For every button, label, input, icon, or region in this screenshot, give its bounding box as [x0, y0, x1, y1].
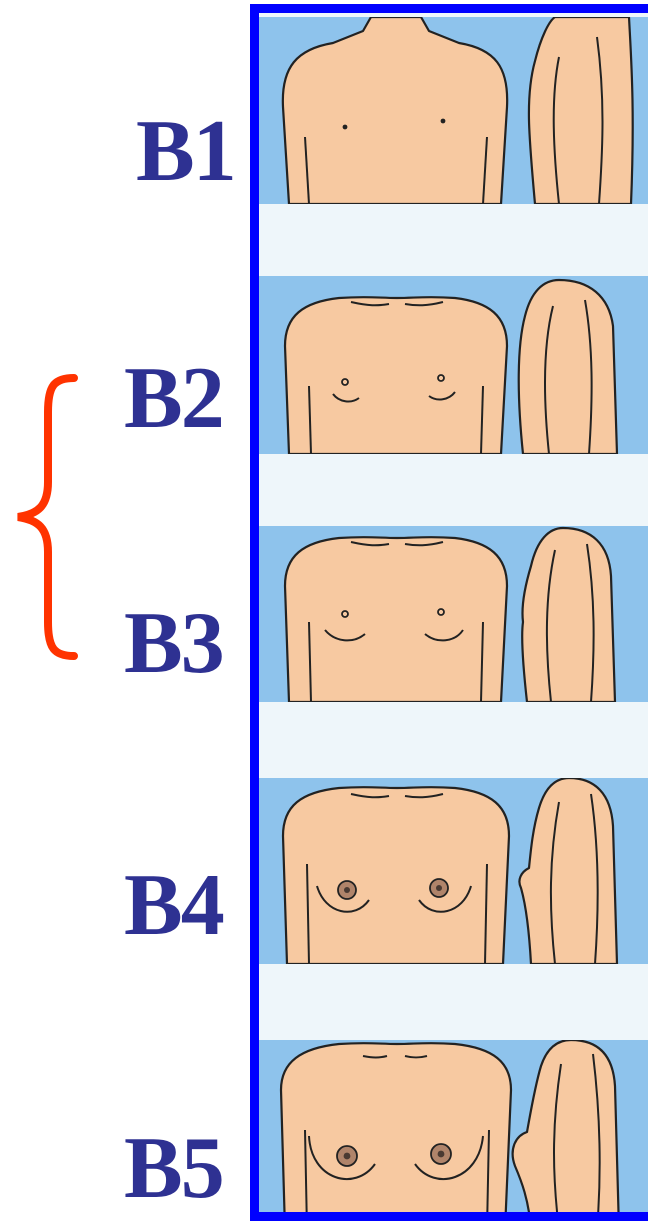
curly-brace-icon [8, 372, 78, 662]
tanner-stage-illustration-frame [250, 4, 648, 1221]
panel-b4 [259, 778, 648, 964]
panel-b3 [259, 526, 648, 702]
stage-label-b1: B1 [136, 108, 235, 196]
stage-label-b5: B5 [124, 1125, 223, 1213]
panel-b1 [259, 17, 648, 204]
b3-figure-illustration [259, 526, 648, 702]
b5-figure-illustration [259, 1040, 648, 1221]
panel-b5 [259, 1040, 648, 1221]
b4-figure-illustration [259, 778, 648, 964]
stage-label-b2: B2 [124, 355, 223, 443]
stage-label-b3: B3 [124, 600, 223, 688]
panel-b2 [259, 276, 648, 454]
b2-figure-illustration [259, 276, 648, 454]
b1-figure-illustration [259, 17, 648, 204]
stage-label-b4: B4 [124, 862, 223, 950]
